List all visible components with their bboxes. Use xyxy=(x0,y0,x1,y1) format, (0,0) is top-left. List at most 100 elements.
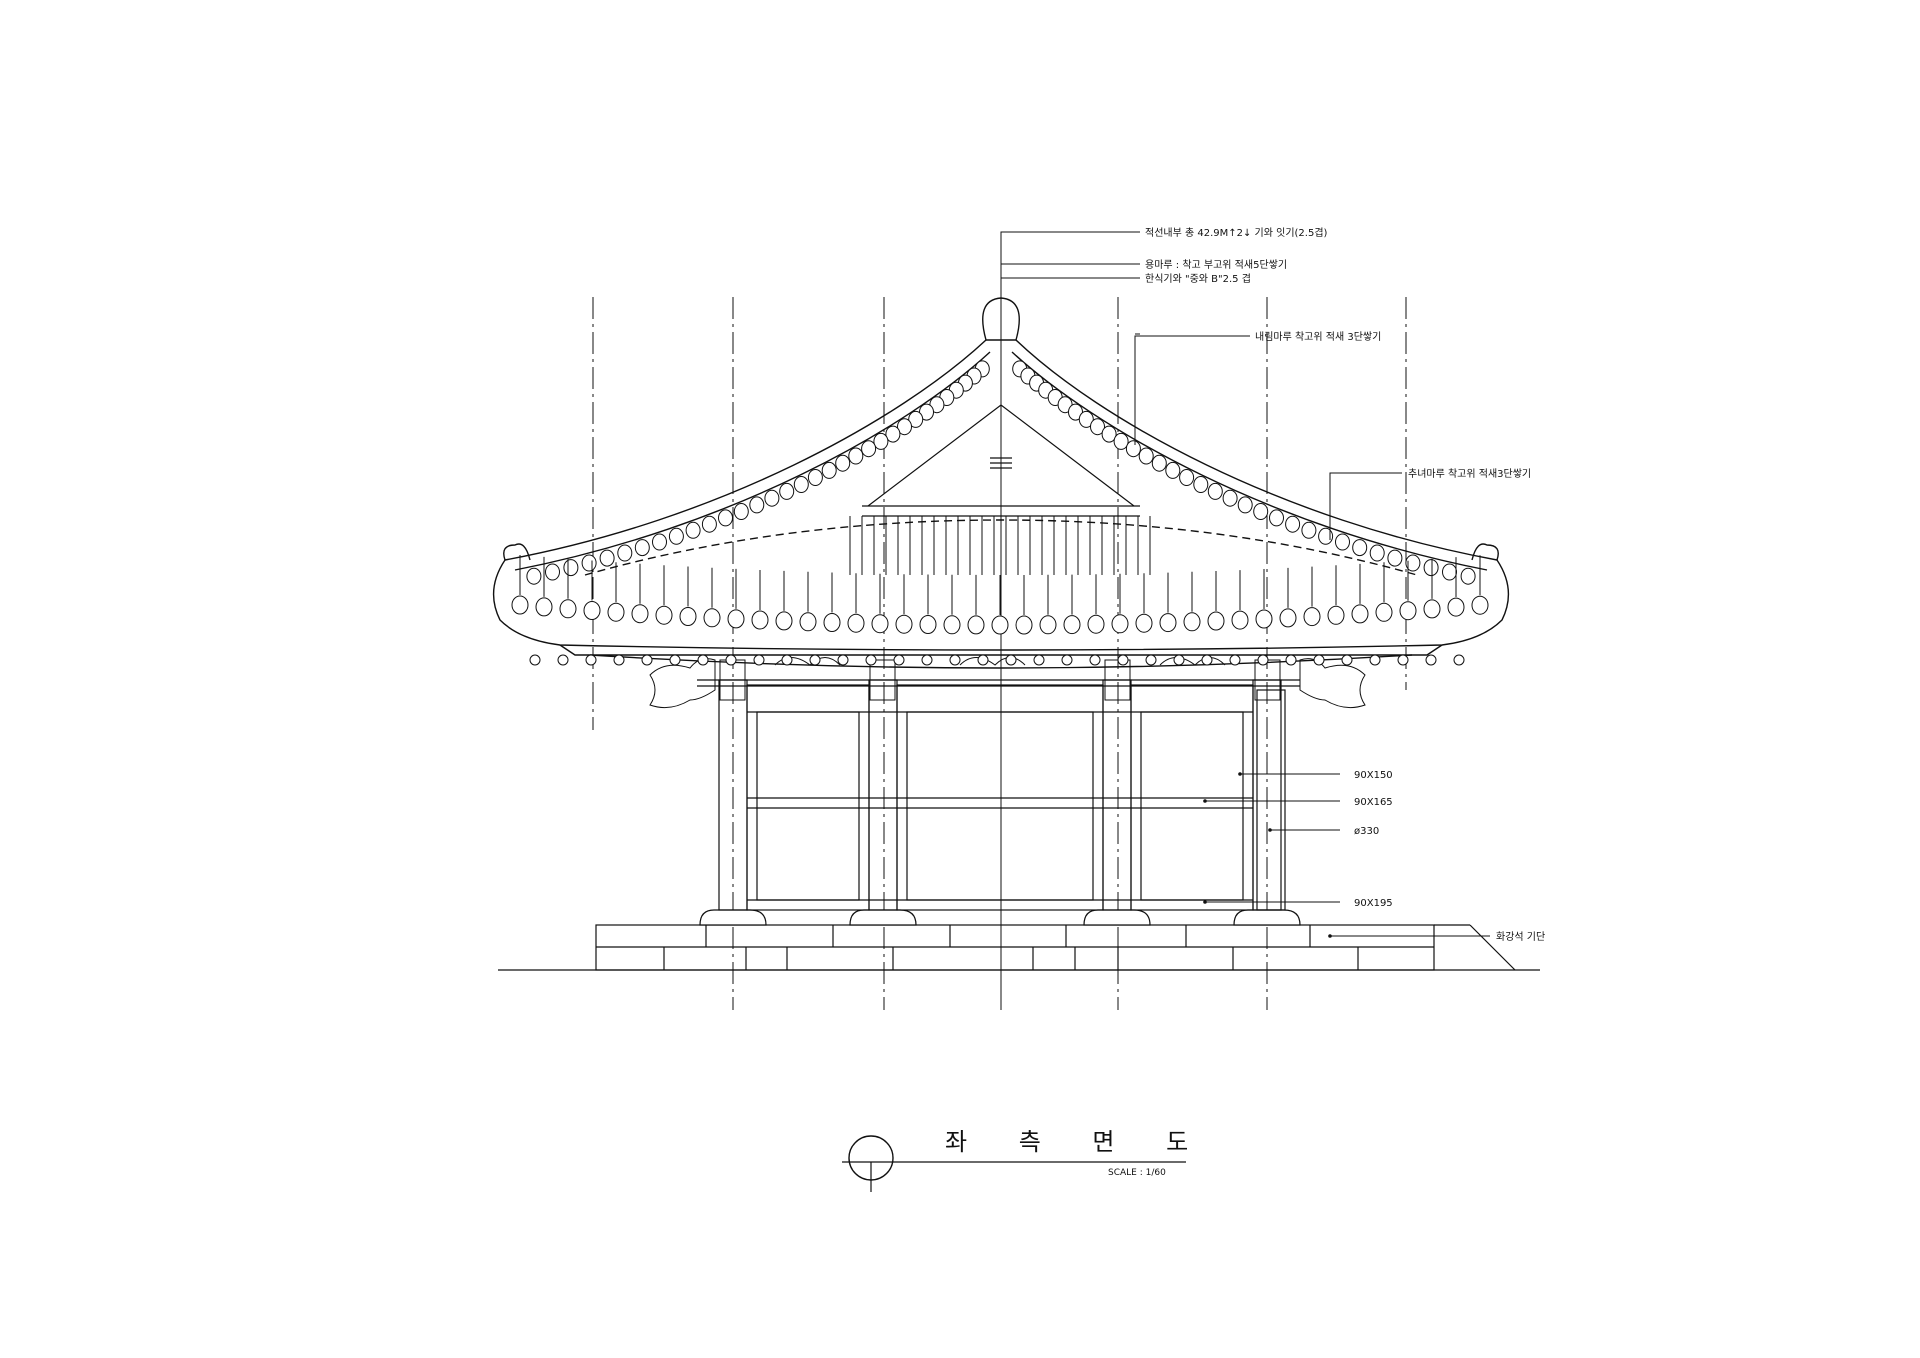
rafter-end xyxy=(781,654,793,666)
rafter-end xyxy=(1033,654,1045,666)
rafter-end xyxy=(1229,654,1241,666)
eave-tile-end xyxy=(535,597,553,617)
rafter-end xyxy=(585,654,597,666)
rafter-end xyxy=(949,654,961,666)
drawing-title: 좌 측 면 도 xyxy=(945,1128,1210,1156)
roof-tile-mark xyxy=(1125,440,1141,458)
eave-tile-end xyxy=(727,609,745,629)
roof-tile-mark xyxy=(793,476,809,493)
eave-tile-end xyxy=(1231,610,1249,630)
note-ridge-top: 적선내부 총 42.9M↑2↓ 기와 잇기(2.5겹) xyxy=(1145,227,1328,239)
rafter-end xyxy=(697,654,709,666)
roof-tile-mark xyxy=(1442,563,1457,581)
eave-tile-end xyxy=(919,615,937,634)
rafter-end xyxy=(1117,654,1129,666)
roof-tile-mark xyxy=(545,563,560,581)
rafter-end xyxy=(1173,654,1185,666)
rafter-end xyxy=(1089,654,1101,666)
eave-tile-end xyxy=(991,615,1009,635)
roof-tile-mark xyxy=(848,447,864,465)
roof-tile-mark xyxy=(807,469,823,486)
gable xyxy=(862,404,1140,517)
eave-tile-end xyxy=(1423,599,1441,619)
eave-tile-end xyxy=(607,602,625,622)
roof-tile-mark xyxy=(701,515,717,533)
dimension-label-2: 90X165 xyxy=(1354,797,1393,808)
rafter-end xyxy=(641,654,653,666)
note-foundation: 화강석 기단 xyxy=(1496,931,1545,943)
centerlines xyxy=(592,297,1407,1010)
rafter-end xyxy=(1313,654,1325,666)
roof-tile-mark xyxy=(897,418,912,436)
roof-tile-mark xyxy=(581,554,597,572)
rafter-end xyxy=(557,654,569,666)
roof-tile-mark xyxy=(861,440,877,458)
roof-tile-mark xyxy=(599,549,615,567)
roof-tile-mark xyxy=(1318,527,1334,545)
dimension-label-1: 90X150 xyxy=(1354,770,1393,781)
dimension-label-3: ø330 xyxy=(1354,826,1379,837)
eave-tile-end xyxy=(1111,614,1129,634)
roof-tile-mark xyxy=(1165,461,1181,479)
eave-tile-end xyxy=(871,614,889,634)
roof-tile-mark xyxy=(1222,489,1238,507)
roof-tile-mark xyxy=(1253,503,1269,520)
eave-tile-end xyxy=(559,599,577,619)
roof-tile-mark xyxy=(652,533,667,551)
rafter-end xyxy=(753,654,765,666)
eave-tile-end xyxy=(775,611,793,631)
note-descending-ridge: 내림마루 착고위 적새 3단쌓기 xyxy=(1255,330,1381,343)
column-bases xyxy=(699,909,1301,926)
roof-tile-mark xyxy=(885,425,901,443)
rafter-end xyxy=(725,654,737,666)
roof-tile-mark xyxy=(835,454,851,472)
roof-tile-mark xyxy=(617,544,633,562)
eave-tile-end xyxy=(1399,601,1417,621)
rafter-end xyxy=(977,654,989,666)
rafter-end xyxy=(865,654,877,666)
eave-tile-end xyxy=(1207,611,1225,631)
roof-tile-mark xyxy=(668,527,684,545)
eave-tile-end xyxy=(1087,614,1105,634)
eave-tile-end xyxy=(967,615,985,635)
rafter-end xyxy=(1341,654,1353,666)
leader-ticks xyxy=(1203,772,1332,938)
note-ridge-tile: 한식기와 "중와 B"2.5 겹 xyxy=(1145,273,1251,285)
rafter-end xyxy=(669,654,681,666)
rafter-end xyxy=(1285,654,1297,666)
rafter-end xyxy=(1397,654,1409,666)
eave-tile-end xyxy=(583,601,601,620)
roof-tile-mark xyxy=(1269,509,1284,527)
roof-tile-mark xyxy=(908,410,924,428)
dimension-label-4: 90X195 xyxy=(1354,898,1393,909)
wall-frame xyxy=(697,679,1300,911)
roof-tile-mark xyxy=(764,489,780,507)
eave-tile-end xyxy=(1135,613,1153,633)
eave-tile-end xyxy=(631,604,649,624)
roof-tile-mark xyxy=(1301,521,1317,539)
eave-tile-end xyxy=(847,613,865,633)
rafter-end xyxy=(1425,654,1437,666)
roof-boards xyxy=(849,516,1151,575)
rafter-end xyxy=(613,654,625,666)
roof-tile-mark xyxy=(718,509,733,527)
eave-tile-end xyxy=(895,614,913,634)
roof-tile-mark xyxy=(1460,567,1476,585)
roof-tile-mark xyxy=(685,521,701,539)
eave-tile-end xyxy=(1279,608,1297,628)
roof-tile-mark xyxy=(1193,476,1209,493)
drawing-scale: SCALE : 1/60 xyxy=(1108,1168,1166,1178)
eave-tile-end xyxy=(1015,615,1033,635)
roof-tile-mark xyxy=(1423,559,1439,577)
note-ridge-main: 용마루 : 착고 부고위 적새5단쌓기 xyxy=(1145,258,1287,271)
roof-tiles xyxy=(511,360,1489,666)
roof-tile-mark xyxy=(1101,425,1117,443)
eave-tile-end xyxy=(655,605,673,625)
eave-tile-end xyxy=(1471,595,1489,615)
roof-tile-mark xyxy=(873,432,889,450)
note-hip-ridge: 추녀마루 착고위 적새3단쌓기 xyxy=(1408,467,1531,480)
roof xyxy=(492,297,1510,669)
rafter-end xyxy=(1145,654,1157,666)
eave-tile-end xyxy=(1447,597,1465,617)
eave-tile-end xyxy=(1063,615,1081,635)
